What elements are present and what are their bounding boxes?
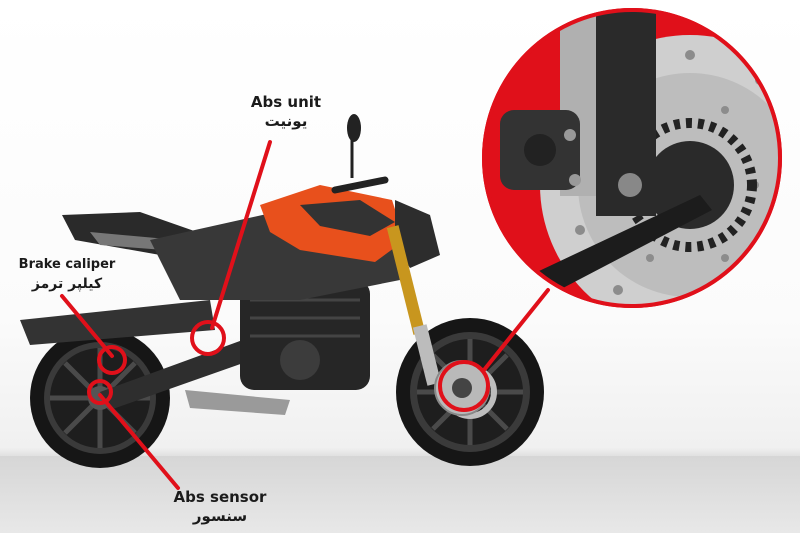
zoom-leader	[482, 288, 550, 372]
zoom-inset	[482, 8, 782, 308]
abs-sensor-label: Abs sensor سنسور	[150, 488, 290, 526]
brake-caliper-leader	[60, 294, 114, 358]
abs-unit-label-en: Abs unit	[250, 93, 322, 111]
brake-caliper-marker	[97, 345, 127, 375]
abs-sensor-label-fa: سنسور	[192, 507, 248, 525]
abs-sensor-leader	[98, 393, 180, 490]
brake-caliper-label-en: Brake caliper	[18, 257, 116, 272]
brake-caliper-label-fa: کیلپر ترمز	[31, 276, 103, 292]
abs-sensor-label-en: Abs sensor	[173, 488, 267, 506]
floor	[0, 456, 800, 533]
abs-unit-label-fa: یونیت	[264, 112, 308, 130]
front-disc-marker	[438, 360, 490, 412]
front-fork	[386, 225, 442, 386]
abs-unit-marker	[190, 320, 226, 356]
abs-unit-label: Abs unit یونیت	[226, 93, 346, 131]
abs-sensor-marker	[87, 379, 113, 405]
abs-unit-leader	[210, 140, 272, 330]
brake-caliper-label: Brake caliper کیلپر ترمز	[2, 256, 132, 294]
